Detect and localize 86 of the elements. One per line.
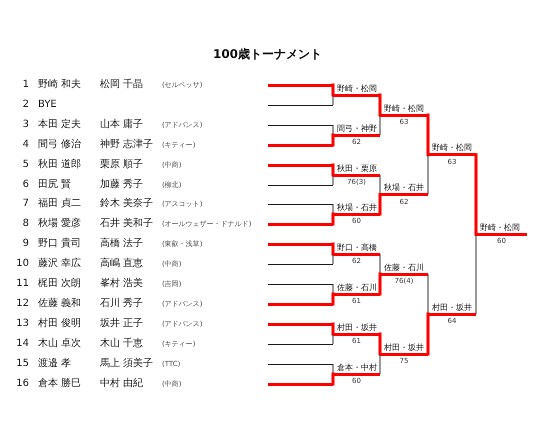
bracket-line (332, 174, 334, 186)
player-name: 梶田 次朗 (38, 278, 82, 290)
player-name: 秋場 愛彦 (38, 218, 82, 230)
bracket-line (332, 204, 334, 214)
player-name: 山本 庸子 (100, 119, 144, 131)
player-name: 秋田 道郎 (38, 159, 82, 171)
seed-number: 2 (22, 99, 29, 111)
seed-number: 1 (22, 79, 29, 91)
player-name: 福田 貞二 (38, 198, 82, 210)
player-name: 野崎 和夫 (38, 79, 82, 91)
winner-name: 秋場・石井 (333, 202, 380, 216)
seed-number: 11 (15, 278, 29, 290)
player-name: 田尻 賢 (38, 179, 72, 191)
seed-number: 8 (22, 218, 29, 230)
player-name: 木山 卓次 (38, 338, 82, 350)
seed-number: 13 (15, 318, 29, 330)
player-name: BYE (38, 99, 57, 111)
bracket-line (378, 272, 382, 296)
winner-name: 野崎・松岡 (380, 104, 428, 116)
winner-name: 野崎・松岡 (428, 143, 476, 156)
winner-name: 野崎・松岡 (476, 222, 527, 236)
player-name: 藤沢 幸広 (38, 258, 82, 270)
player-name: 村田 俊明 (38, 318, 82, 330)
player-name: 中村 由紀 (100, 378, 144, 390)
bracket-line (332, 94, 334, 106)
bracket-line (378, 193, 382, 216)
seed-number: 4 (22, 139, 29, 151)
player-name: 間弓 修治 (38, 139, 82, 151)
winner-name: 倉本・中村 (333, 362, 380, 376)
player-name: 馬上 須美子 (100, 358, 154, 370)
bracket-line (378, 94, 382, 116)
player-name: 本田 定夫 (38, 119, 82, 131)
bracket-line (332, 322, 334, 336)
bracket-line (332, 84, 334, 96)
bracket-line (378, 332, 382, 356)
winner-name: 村田・坂井 (428, 302, 476, 316)
winner-name: 村田・坂井 (380, 342, 428, 356)
player-name: 倉本 勝巳 (38, 378, 82, 390)
seed-number: 6 (22, 179, 29, 191)
player-name: 木山 千恵 (100, 338, 144, 350)
bracket-line (332, 212, 334, 226)
player-name: 高嶋 直恵 (100, 258, 144, 270)
bracket-line (474, 153, 478, 236)
seed-number: 5 (22, 159, 29, 171)
bracket-line (426, 114, 430, 156)
winner-name: 秋場・石井 (380, 183, 428, 196)
player-name: 坂井 正子 (100, 318, 144, 330)
seed-number: 10 (15, 258, 29, 270)
winner-name: 野崎・松岡 (333, 84, 380, 96)
winner-name: 秋田・栗原 (333, 164, 380, 176)
seed-number: 15 (15, 358, 29, 370)
seed-number: 16 (15, 378, 29, 390)
player-name: 松岡 千晶 (100, 79, 144, 91)
seed-number: 7 (22, 198, 29, 210)
player-name: 鈴木 美奈子 (100, 198, 154, 210)
winner-name: 野口・高橋 (333, 242, 380, 256)
bracket-line (332, 124, 334, 136)
winner-name: 村田・坂井 (333, 322, 380, 336)
bracket-line (332, 242, 334, 256)
seed-number: 9 (22, 238, 29, 250)
player-name: 石井 美和子 (100, 218, 154, 230)
player-name: 高橋 法子 (100, 238, 144, 250)
winner-name: 間弓・神野 (333, 124, 380, 136)
seed-number: 12 (15, 298, 29, 310)
player-name: 佐藤 義和 (38, 298, 82, 310)
player-name: 石川 秀子 (100, 298, 144, 310)
seed-number: 14 (15, 338, 29, 350)
bracket-line (332, 254, 334, 264)
player-name: 峯村 浩美 (100, 278, 144, 290)
bracket-line (332, 164, 334, 176)
bracket-line (332, 284, 334, 294)
bracket-line (332, 372, 334, 386)
seed-number: 3 (22, 119, 29, 131)
winner-name: 佐藤・石川 (380, 262, 428, 276)
bracket-line (332, 334, 334, 344)
bracket-line (332, 292, 334, 306)
title: 100歳トーナメント (212, 46, 324, 63)
player-name: 栗原 順子 (100, 159, 144, 171)
player-name: 野口 貴司 (38, 238, 82, 250)
winner-name: 佐藤・石川 (333, 282, 380, 296)
bracket-line (332, 134, 334, 146)
player-name: 渡邉 孝 (38, 358, 72, 370)
bracket-line (426, 312, 430, 356)
bracket-line (332, 364, 334, 374)
player-name: 加藤 秀子 (100, 179, 144, 191)
player-name: 神野 志津子 (100, 139, 154, 151)
